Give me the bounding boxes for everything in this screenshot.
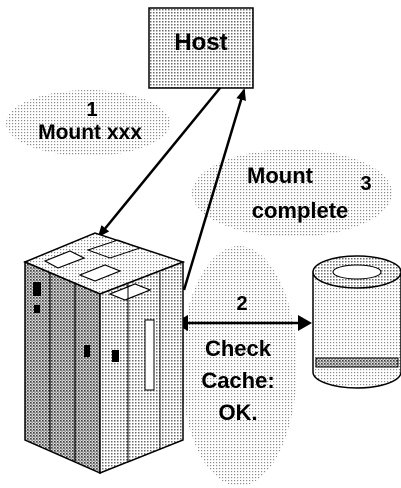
host-node: Host xyxy=(148,7,254,89)
mount-request-arrow xyxy=(97,87,221,238)
mount-complete-arrow xyxy=(182,88,246,291)
step-3-bubble: Mount 3 complete xyxy=(192,149,392,237)
storage-subsystem-icon xyxy=(23,232,186,475)
step-3-line-2: complete xyxy=(252,198,349,223)
step-2-line-2: Cache: xyxy=(201,368,274,393)
step-2-line-3: OK. xyxy=(218,400,257,425)
step-2-number: 2 xyxy=(236,293,247,315)
host-label: Host xyxy=(174,29,227,56)
step-1-bubble: 1 Mount xxx xyxy=(6,90,170,156)
step-2-bubble: 2 Check Cache: OK. xyxy=(181,246,297,486)
cache-drum-icon xyxy=(312,255,401,389)
step-2-line-1: Check xyxy=(205,336,272,361)
step-1-number: 1 xyxy=(86,99,97,121)
step-3-number: 3 xyxy=(360,173,371,195)
step-1-text: Mount xxx xyxy=(38,121,142,144)
step-3-line-1: Mount xyxy=(247,163,314,188)
